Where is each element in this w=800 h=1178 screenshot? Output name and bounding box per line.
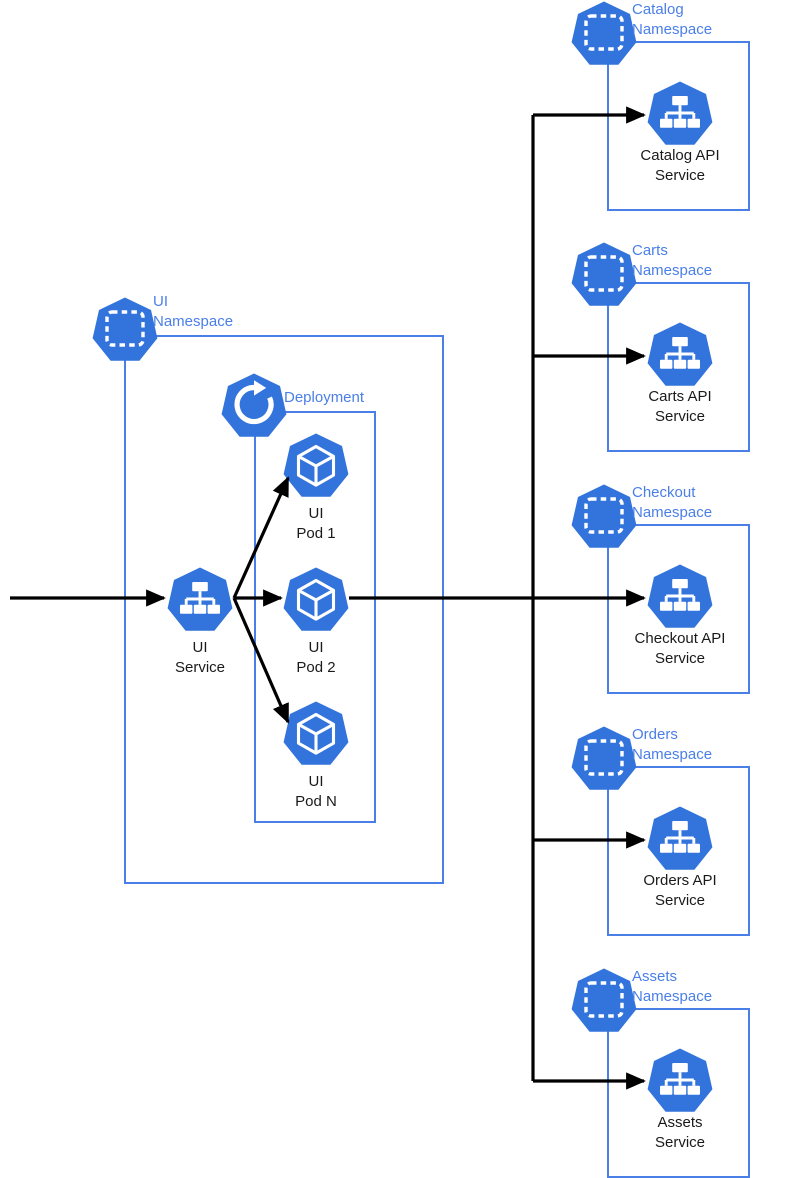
checkout-api-service-label-line2: Service <box>655 650 705 667</box>
orders-api-service-label-line1: Orders API <box>643 872 716 889</box>
assets-namespace-label-line2: Namespace <box>632 988 712 1005</box>
assets-service-label-line2: Service <box>655 1134 705 1151</box>
ui-service-to-pod-1-arrow <box>232 476 290 599</box>
ui-pod-1-label-line2: Pod 1 <box>296 525 335 542</box>
orders-namespace-label-line2: Namespace <box>632 746 712 763</box>
deployment-icon <box>222 374 287 437</box>
orders-namespace-box <box>607 766 750 936</box>
namespace-icon <box>569 724 639 792</box>
deployment-box <box>254 411 376 823</box>
catalog-namespace-box <box>607 41 750 211</box>
catalog-namespace-group: Catalog Namespace Catalog API Service <box>569 0 750 211</box>
checkout-namespace-box <box>607 524 750 694</box>
pod-icon <box>282 699 350 767</box>
checkout-namespace-label-line2: Namespace <box>632 504 712 521</box>
carts-namespace-label-line2: Namespace <box>632 262 712 279</box>
pod-icon <box>282 565 350 633</box>
deployment-group: Deployment UI Pod 1 UI Pod 2 <box>222 374 376 823</box>
carts-api-service-label-line1: Carts API <box>648 388 711 405</box>
ui-service-label-line1: UI <box>193 639 208 656</box>
carts-namespace-box <box>607 282 750 452</box>
service-icon <box>646 805 714 872</box>
ui-pod-n-label-line2: Pod N <box>295 793 337 810</box>
assets-namespace-label-line1: Assets <box>632 968 677 985</box>
ui-service: UI Service <box>166 566 234 676</box>
service-icon <box>646 1047 714 1114</box>
service-icon <box>646 321 714 388</box>
assets-namespace-group: Assets Namespace Assets Service <box>569 966 750 1178</box>
orders-namespace-group: Orders Namespace Orders API Service <box>569 724 750 936</box>
ui-pod-n: UI Pod N <box>282 699 350 810</box>
ui-namespace-label-line1: UI <box>153 293 168 310</box>
ui-pod-2-label-line1: UI <box>309 639 324 656</box>
ui-pod-2-label-line2: Pod 2 <box>296 659 335 676</box>
carts-namespace-group: Carts Namespace Carts API Service <box>569 240 750 452</box>
catalog-namespace-label-line2: Namespace <box>632 21 712 38</box>
service-icon <box>166 566 234 633</box>
carts-api-service-label-line2: Service <box>655 408 705 425</box>
ui-namespace-group: UI Namespace Deployment UI Pod 1 <box>90 293 444 884</box>
ui-namespace-box <box>124 335 444 884</box>
service-icon <box>646 80 714 147</box>
namespace-icon <box>569 240 639 308</box>
checkout-namespace-label-line1: Checkout <box>632 484 696 501</box>
ui-namespace-label-line2: Namespace <box>153 313 233 330</box>
ui-pod-2: UI Pod 2 <box>282 565 350 676</box>
ui-service-label-line2: Service <box>175 659 225 676</box>
ui-pod-1-label-line1: UI <box>309 505 324 522</box>
deployment-label: Deployment <box>284 389 365 406</box>
catalog-api-service-label-line2: Service <box>655 167 705 184</box>
service-icon <box>646 563 714 630</box>
orders-namespace-label-line1: Orders <box>632 726 678 743</box>
catalog-namespace-label-line1: Catalog <box>632 1 684 18</box>
ui-pod-n-label-line1: UI <box>309 773 324 790</box>
namespace-icon <box>569 482 639 550</box>
checkout-namespace-group: Checkout Namespace Checkout API Service <box>569 482 750 694</box>
pod-icon <box>282 431 350 499</box>
namespace-icon <box>90 295 160 363</box>
assets-service-label-line1: Assets <box>657 1114 702 1131</box>
catalog-api-service-label-line1: Catalog API <box>640 147 719 164</box>
namespace-icon <box>569 966 639 1034</box>
namespace-icon <box>569 0 639 67</box>
ui-service-to-pod-n-arrow <box>232 597 290 724</box>
carts-namespace-label-line1: Carts <box>632 242 668 259</box>
assets-namespace-box <box>607 1008 750 1178</box>
ui-pod-1: UI Pod 1 <box>282 431 350 542</box>
orders-api-service-label-line2: Service <box>655 892 705 909</box>
checkout-api-service-label-line1: Checkout API <box>635 630 726 647</box>
